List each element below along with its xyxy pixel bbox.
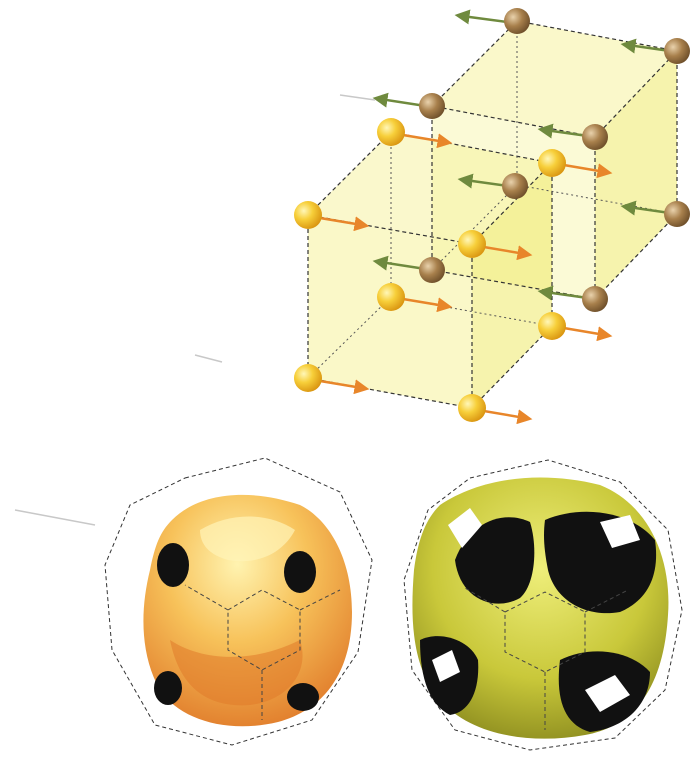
fermi-surface-left <box>105 458 372 745</box>
hole <box>154 671 182 705</box>
orange-atom <box>294 364 322 392</box>
brown-atom <box>582 286 608 312</box>
orange-atom <box>538 149 566 177</box>
orange-atom <box>377 283 405 311</box>
brown-atom <box>504 8 530 34</box>
orange-atom <box>538 312 566 340</box>
orange-atom <box>294 201 322 229</box>
hole <box>284 551 316 593</box>
orange-atom <box>377 118 405 146</box>
hole <box>287 683 319 711</box>
brown-atom <box>419 257 445 283</box>
hole <box>157 543 189 587</box>
front-cell-face <box>308 215 472 408</box>
brown-atom <box>664 201 690 227</box>
fermi-surface-right <box>404 460 682 750</box>
orange-atom <box>458 394 486 422</box>
brown-atom <box>664 38 690 64</box>
orange-atom <box>458 230 486 258</box>
brown-atom <box>419 93 445 119</box>
brown-atom <box>582 124 608 150</box>
unit-cell-diagram <box>294 8 690 422</box>
brown-atom <box>502 173 528 199</box>
